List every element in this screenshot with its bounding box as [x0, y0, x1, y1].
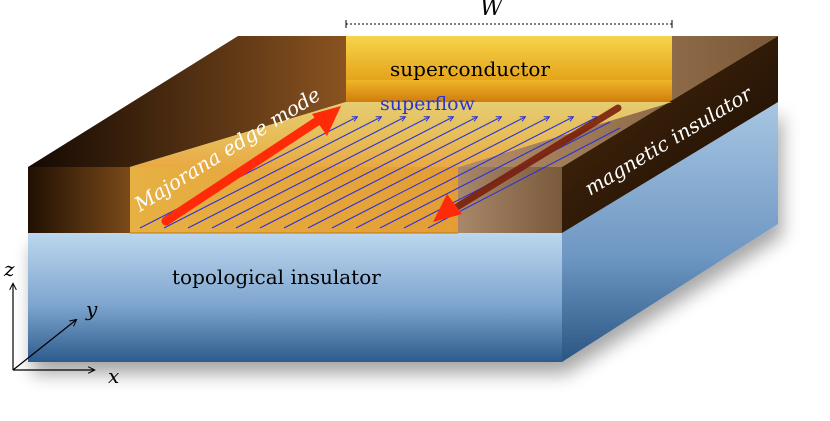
- mag-left-top: [28, 36, 346, 167]
- superflow-label: superflow: [380, 93, 476, 115]
- superflow-lines: [139, 117, 621, 229]
- width-label: W: [480, 0, 505, 21]
- mag-right-front: [458, 167, 562, 233]
- superflow-line: [163, 117, 381, 229]
- superconductor-block: [346, 36, 672, 102]
- sc-top: [346, 36, 672, 80]
- superflow-line: [259, 117, 477, 229]
- topological-insulator-slab: [28, 102, 778, 362]
- magnetic-insulator-right: [458, 36, 778, 233]
- superconductor-label: superconductor: [390, 57, 550, 81]
- majorana-edge-arrows: [161, 104, 622, 226]
- ti-front-face: [28, 233, 562, 362]
- edge-mode-arrow-forward: [161, 113, 327, 226]
- topological-insulator-label: topological insulator: [172, 265, 381, 289]
- edge-mode-arrowhead-backward: [433, 194, 462, 222]
- superflow-line: [379, 117, 597, 229]
- axis-z-label: z: [3, 257, 15, 281]
- superflow-line: [235, 117, 453, 229]
- superflow-line: [307, 117, 525, 229]
- superflow-line: [211, 117, 429, 229]
- edge-mode-arrowhead-forward: [312, 106, 341, 136]
- axis-y: [12, 320, 76, 371]
- mag-left-front: [28, 167, 130, 233]
- channel-front: [130, 167, 458, 233]
- superflow-line: [331, 117, 549, 229]
- mag-right-side: [562, 36, 778, 233]
- magnetic-insulator-left: [28, 36, 346, 233]
- axis-y-label: y: [85, 297, 98, 321]
- superflow-line: [187, 117, 405, 229]
- superflow-line: [283, 117, 501, 229]
- axis-x-label: x: [108, 364, 119, 388]
- ti-side-face: [562, 102, 778, 362]
- edge-mode-arrow-backward: [448, 104, 622, 214]
- superflow-line: [427, 127, 621, 229]
- width-marker: W: [345, 0, 673, 28]
- mag-right-top: [458, 36, 778, 167]
- coordinate-axes: [13, 284, 94, 370]
- sc-front: [346, 80, 672, 102]
- superflow-line: [355, 117, 573, 229]
